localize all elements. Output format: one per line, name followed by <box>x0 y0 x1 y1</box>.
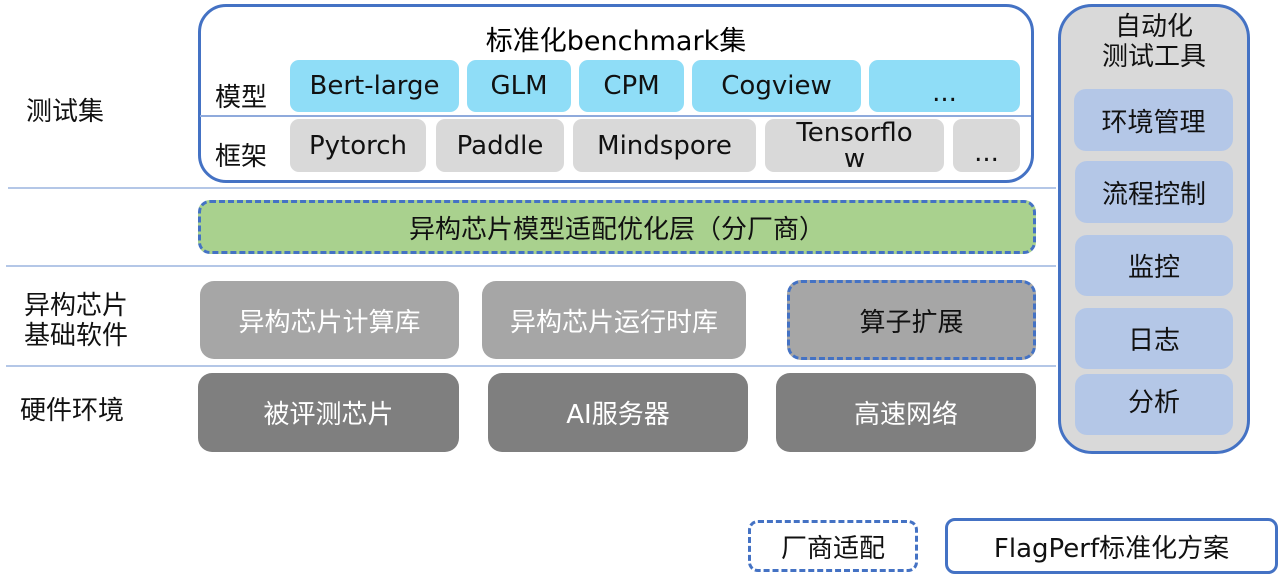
frameworks-label: 框架 <box>215 142 268 172</box>
adaptation-layer-bar[interactable]: 异构芯片模型适配优化层（分厂商） <box>198 200 1036 254</box>
model-chip-more[interactable]: ... <box>869 60 1020 112</box>
legend-flagperf-standard: FlagPerf标准化方案 <box>945 518 1278 574</box>
framework-chip-pytorch[interactable]: Pytorch <box>290 119 426 172</box>
layer-label-chip-software-line1: 异构芯片 <box>24 291 129 321</box>
ai-server-box[interactable]: AI服务器 <box>488 373 748 452</box>
tools-title-line1: 自动化 <box>1114 12 1193 42</box>
framework-chip-paddle[interactable]: Paddle <box>436 119 564 172</box>
operator-extension-box[interactable]: 算子扩展 <box>787 280 1036 360</box>
chip-compute-library-box[interactable]: 异构芯片计算库 <box>200 281 459 359</box>
model-chip-cogview[interactable]: Cogview <box>692 60 861 112</box>
separator-3 <box>6 365 1056 367</box>
benchmark-title: 标准化benchmark集 <box>485 25 747 57</box>
framework-chip-tensorflow[interactable]: Tensorflo w <box>765 119 944 172</box>
layer-label-chip-software: 异构芯片 基础软件 <box>24 291 164 351</box>
tool-item-analysis[interactable]: 分析 <box>1075 374 1233 435</box>
models-label: 模型 <box>215 83 268 113</box>
layer-label-test-set: 测试集 <box>26 97 105 127</box>
tools-title: 自动化 测试工具 <box>1058 12 1250 72</box>
separator-1 <box>8 187 1056 189</box>
framework-chip-more[interactable]: ... <box>953 119 1020 172</box>
model-chip-cpm[interactable]: CPM <box>579 60 684 112</box>
models-frameworks-divider <box>200 115 1031 117</box>
framework-chip-mindspore[interactable]: Mindspore <box>573 119 756 172</box>
separator-2 <box>6 265 1056 267</box>
layer-label-chip-software-line2: 基础软件 <box>24 321 129 351</box>
layer-label-hardware: 硬件环境 <box>20 396 125 426</box>
tool-item-logs[interactable]: 日志 <box>1075 308 1233 369</box>
high-speed-network-box[interactable]: 高速网络 <box>776 373 1036 452</box>
tool-item-monitoring[interactable]: 监控 <box>1075 235 1233 296</box>
tool-item-environment-management[interactable]: 环境管理 <box>1074 89 1233 151</box>
tool-item-flow-control[interactable]: 流程控制 <box>1075 161 1233 223</box>
model-chip-glm[interactable]: GLM <box>467 60 571 112</box>
chip-under-test-box[interactable]: 被评测芯片 <box>198 373 459 452</box>
tools-title-line2: 测试工具 <box>1101 42 1206 72</box>
model-chip-bert-large[interactable]: Bert-large <box>290 60 459 112</box>
legend-vendor-adaptation: 厂商适配 <box>748 520 918 572</box>
chip-runtime-library-box[interactable]: 异构芯片运行时库 <box>482 281 746 359</box>
